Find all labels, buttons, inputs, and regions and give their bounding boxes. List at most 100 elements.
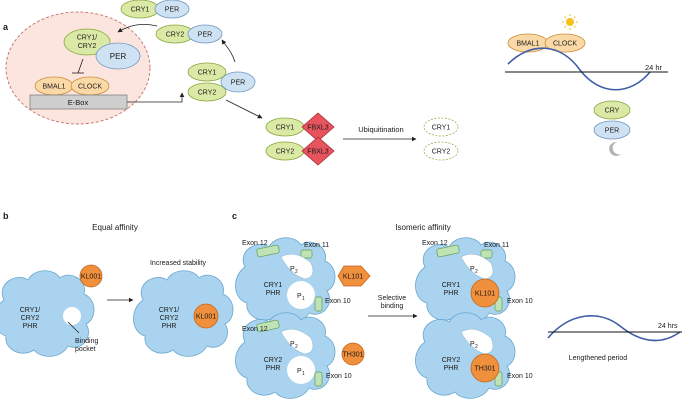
exon10-segment — [314, 296, 323, 312]
exon10-segment — [314, 371, 323, 387]
phr-label-line2: CRY2 — [160, 315, 179, 322]
increased-stability-label: Increased stability — [150, 260, 207, 267]
kl101-drug: KL101 — [337, 265, 371, 287]
p2-sub: 2 — [475, 269, 478, 275]
inhibition-icon — [72, 58, 84, 74]
kl001-label: KL001 — [81, 274, 101, 281]
binding-pocket — [63, 307, 81, 325]
pocket-p1 — [287, 356, 315, 384]
pocket-p2 — [280, 328, 314, 355]
bmal1-label: BMAL1 — [43, 84, 66, 91]
cry1-label: CRY1 — [198, 70, 217, 77]
kl101-bound — [470, 278, 500, 308]
degraded-cry2: CRY2 — [423, 141, 459, 161]
ebox-label: E-Box — [68, 98, 89, 107]
protein-cry2-unbound: P 2 P 1 CRY2 PHR — [234, 312, 336, 399]
selective-binding-label: Selective — [378, 295, 407, 302]
cry2-label: CRY2 — [442, 357, 461, 364]
exon12-label: Exon 12 — [242, 240, 268, 247]
per-label: PER — [165, 7, 179, 14]
exon11-label: Exon 11 — [484, 242, 509, 249]
p2-sub: 2 — [295, 344, 298, 350]
pocket-p2 — [460, 328, 494, 355]
cry1-fbxl3: CRY1 FBXL3 — [265, 112, 335, 142]
th301-bound — [470, 353, 500, 383]
phr-label: PHR — [444, 290, 459, 297]
arrow-icon — [221, 39, 236, 63]
phr-label: PHR — [266, 365, 281, 372]
wave-bmal1-clock: BMAL1 CLOCK — [507, 33, 586, 53]
nuclear-clock: CLOCK — [70, 76, 110, 96]
sun-icon — [562, 14, 578, 30]
cry2-label: CRY2 — [432, 149, 451, 156]
lengthened-period-label: Lengthened period — [569, 355, 627, 362]
pocket-p2 — [280, 253, 314, 280]
cry1-label: CRY1 — [442, 282, 461, 289]
protein-cloud-b1: CRY1/ CRY2 PHR — [0, 270, 95, 357]
panel-c-title: Isomeric affinity — [395, 223, 450, 232]
arrow-icon — [127, 92, 185, 103]
phr-label: PHR — [444, 365, 459, 372]
p1-sub: 1 — [302, 296, 305, 302]
phr-label: CRY1/ — [20, 307, 41, 314]
hours-label: 24 hr — [645, 63, 663, 72]
phr-label-line3: PHR — [23, 323, 38, 330]
exon11-label: Exon 11 — [304, 242, 329, 249]
fbxl3-label: FBXL3 — [307, 125, 329, 132]
protein-cloud-b2: CRY1/ CRY2 PHR KL001 — [132, 270, 234, 357]
phr-label-line3: PHR — [162, 323, 177, 330]
pocket-p2 — [460, 253, 494, 280]
per-label: PER — [231, 80, 245, 87]
bmal1-label: BMAL1 — [517, 41, 540, 48]
protein-cry2-th301: P 2 TH301 CRY2 PHR — [414, 312, 516, 399]
lengthened-wave — [547, 315, 681, 342]
wave-cry: CRY — [593, 100, 631, 120]
panel-b-title: Equal affinity — [92, 223, 138, 232]
p1-label: P — [297, 368, 302, 375]
nuclear-per: PER — [95, 42, 141, 70]
hours-label-c: 24 hrs — [658, 323, 678, 330]
cytoplasm-cry-per: CRY1 CRY2 PER — [187, 62, 256, 102]
p1-sub: 1 — [302, 371, 305, 377]
nuclear-bmal1: BMAL1 — [34, 76, 74, 96]
p2-sub: 2 — [295, 269, 298, 275]
circadian-wave — [507, 47, 651, 91]
p1-label: P — [297, 293, 302, 300]
panel-label-a: a — [3, 22, 9, 32]
exon11-segment — [480, 249, 493, 259]
cry1-label: CRY1 — [131, 7, 150, 14]
exon10-label: Exon 10 — [507, 298, 533, 305]
exon10-label: Exon 10 — [326, 373, 352, 380]
p2-label: P — [290, 341, 295, 348]
exon12-segment — [436, 244, 460, 258]
phr-label: PHR — [266, 290, 281, 297]
per-label: PER — [198, 32, 212, 39]
arrow-icon — [117, 24, 158, 33]
kl001-drug: KL001 — [79, 264, 103, 288]
th301-label: TH301 — [342, 352, 363, 359]
selective-binding-label-line2: binding — [381, 303, 404, 310]
ebox: E-Box — [29, 94, 128, 110]
exon12-segment — [256, 319, 280, 333]
kl001-label: KL001 — [196, 314, 216, 321]
degraded-cry1: CRY1 — [423, 117, 459, 137]
exon10-label: Exon 10 — [325, 298, 351, 305]
cry2-label: CRY2 — [276, 149, 295, 156]
phr-label: CRY1/ — [159, 307, 180, 314]
th301-drug: TH301 — [341, 342, 365, 366]
fbxl3-label: FBXL3 — [307, 149, 329, 156]
binding-pocket-label: Binding — [75, 338, 98, 345]
kl101-label: KL101 — [475, 291, 495, 298]
per-label: PER — [110, 52, 127, 61]
exon12-label: Exon 12 — [242, 326, 268, 333]
protein-cry1-unbound: P 2 P 1 CRY1 PHR — [234, 237, 336, 324]
phr-label-line2: CRY2 — [21, 315, 40, 322]
th301-label: TH301 — [474, 366, 495, 373]
cry2-label: CRY2 — [264, 357, 283, 364]
panel-label-b: b — [3, 211, 9, 221]
cry2-label: CRY2 — [166, 32, 185, 39]
protein-cry1-kl101: P 2 KL101 CRY1 PHR — [414, 237, 516, 324]
per-label: PER — [605, 128, 619, 135]
clock-label: CLOCK — [78, 84, 102, 91]
